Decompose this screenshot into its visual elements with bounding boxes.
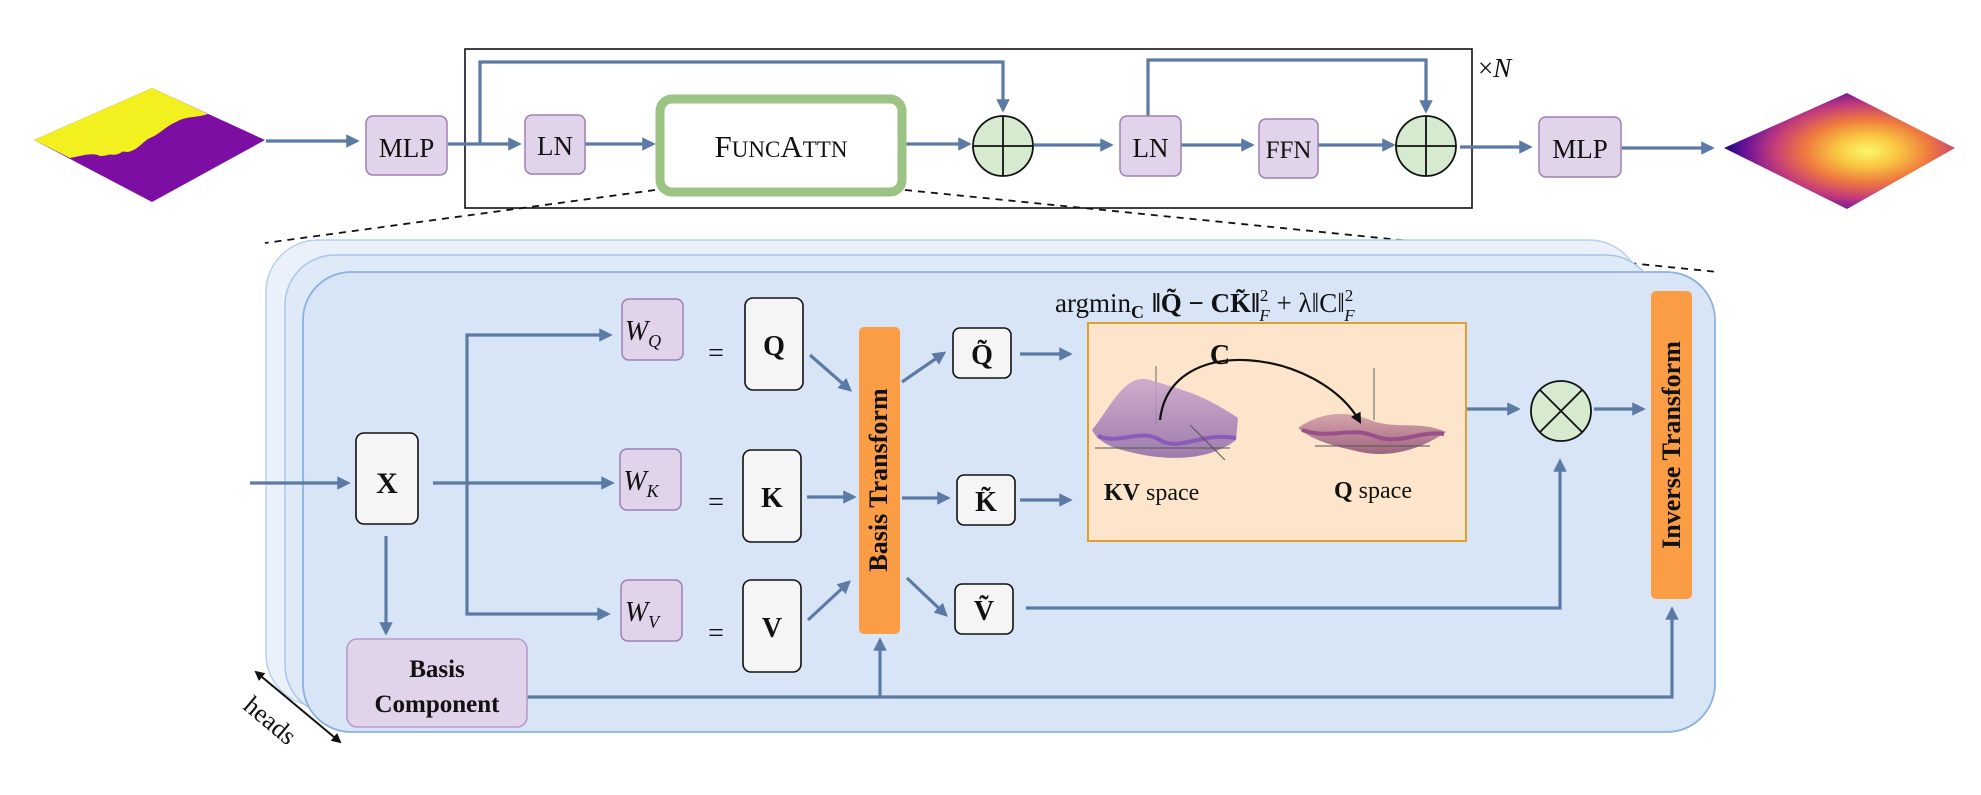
- detail-arrows: [250, 328, 1679, 699]
- basis-component-line2: Component: [374, 691, 500, 718]
- wv-block: WV: [620, 579, 683, 642]
- mapping-c-label: C: [1210, 340, 1230, 371]
- k-tilde-block: K̃: [956, 474, 1016, 526]
- ffn-label: FFN: [1266, 137, 1312, 164]
- inverse-transform-block: Inverse Transform: [1651, 291, 1692, 599]
- coefficient-solve-box: C KV space Q space: [1087, 322, 1467, 542]
- layernorm-block-2: LN: [1119, 115, 1182, 177]
- mlp-input-label: MLP: [379, 133, 435, 163]
- kv-space-label: KV space: [1104, 480, 1199, 506]
- k-tilde-label: K̃: [975, 487, 997, 518]
- k-label: K: [761, 483, 783, 514]
- mlp-output-label: MLP: [1552, 134, 1608, 164]
- wq-label: WQ: [625, 316, 661, 351]
- input-field-map: [34, 88, 265, 202]
- equals-k: =: [708, 487, 724, 518]
- layernorm-2-label: LN: [1133, 133, 1169, 163]
- v-block: V: [742, 579, 802, 673]
- equals-q: =: [708, 338, 724, 369]
- basis-transform-block: Basis Transform: [859, 327, 900, 634]
- repeat-n-label: ×N: [1478, 53, 1513, 83]
- funcattn-block: FUNCATTN: [655, 94, 907, 197]
- v-tilde-label: Ṽ: [974, 596, 994, 627]
- q-label: Q: [763, 331, 785, 362]
- basis-component-block: Basis Component: [346, 638, 528, 728]
- layernorm-block-1: LN: [524, 114, 586, 175]
- input-x-block: X: [355, 432, 419, 525]
- multiply-node: [1530, 380, 1592, 442]
- funcattn-label: FUNCATTN: [715, 129, 848, 164]
- ffn-block: FFN: [1258, 118, 1319, 179]
- residual-add-1: [972, 115, 1034, 177]
- q-block: Q: [744, 297, 804, 391]
- q-surface-plot: [1298, 368, 1446, 454]
- inverse-transform-label: Inverse Transform: [1657, 341, 1686, 549]
- q-tilde-block: Q̃: [952, 327, 1012, 379]
- x-label: X: [376, 467, 398, 500]
- q-space-label: Q space: [1334, 478, 1412, 504]
- equals-v: =: [708, 618, 724, 649]
- top-row-arrows: [266, 58, 1715, 155]
- q-tilde-label: Q̃: [971, 340, 993, 371]
- wv-label: WV: [625, 597, 661, 632]
- basis-transform-label: Basis Transform: [864, 388, 893, 572]
- mlp-input-block: MLP: [365, 115, 448, 176]
- wk-label: WK: [623, 466, 659, 501]
- mapping-arrow: [1158, 358, 1362, 424]
- output-field-map: [1724, 93, 1955, 209]
- wq-block: WQ: [621, 298, 684, 361]
- kv-surface-plot: [1092, 366, 1238, 461]
- k-block: K: [742, 449, 802, 543]
- basis-component-line1: Basis: [409, 656, 465, 683]
- mlp-output-block: MLP: [1538, 116, 1622, 178]
- wk-block: WK: [619, 448, 682, 511]
- layernorm-1-label: LN: [537, 131, 573, 161]
- v-tilde-block: Ṽ: [954, 583, 1014, 635]
- v-label: V: [762, 613, 782, 644]
- transformer-block-frame: [464, 48, 1473, 209]
- residual-add-2: [1395, 115, 1457, 177]
